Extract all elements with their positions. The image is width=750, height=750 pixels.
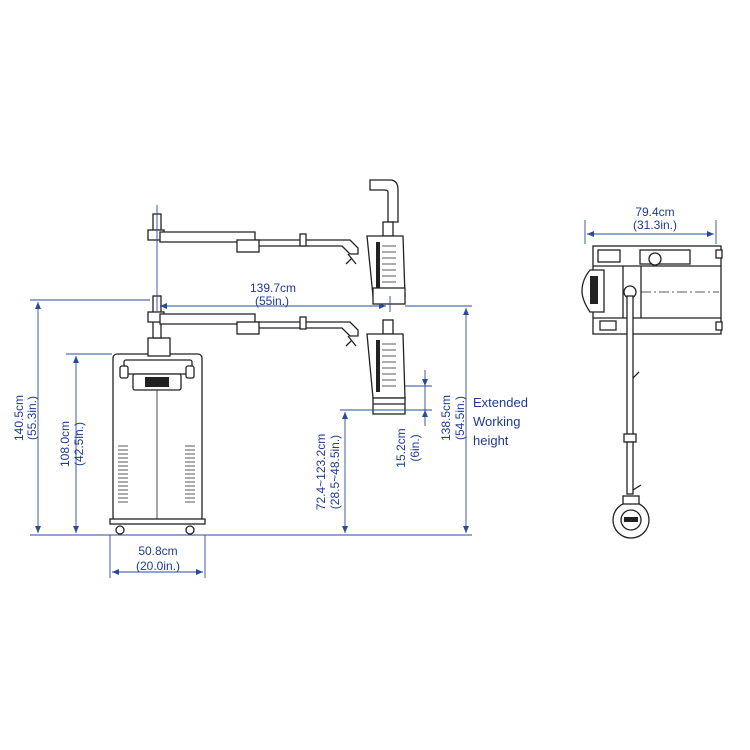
dimension-lines <box>30 205 472 578</box>
arm-extended <box>147 213 359 265</box>
head-extended <box>366 179 406 305</box>
head-working <box>366 319 406 415</box>
extended-label-line1: Extended <box>473 395 528 410</box>
top-dimension-lines <box>584 220 717 244</box>
extended-height-metric: 138.5cm <box>439 395 453 441</box>
base-width-imperial: (20.0in.) <box>136 559 180 573</box>
top-view <box>581 245 723 539</box>
head-size-metric: 15.2cm <box>394 428 408 467</box>
total-height-metric: 140.5cm <box>12 395 26 441</box>
total-height-imperial: (55.3in.) <box>25 396 39 440</box>
vent-right <box>185 445 195 503</box>
top-width-imperial: (31.3in.) <box>633 218 677 232</box>
head-range-imperial: (28.5~48.5in.) <box>328 435 342 509</box>
arm-working <box>147 311 359 347</box>
extended-label-line3: height <box>473 433 509 448</box>
top-width-metric: 79.4cm <box>635 205 674 219</box>
head-range-metric: 72.4~123.2cm <box>314 434 328 510</box>
head-size-imperial: (6in.) <box>408 434 422 461</box>
reach-metric: 139.7cm <box>250 281 296 295</box>
body-height-metric: 108.0cm <box>58 421 72 467</box>
base-width-metric: 50.8cm <box>138 544 177 558</box>
extended-label-line2: Working <box>473 414 520 429</box>
cabinet-unit <box>109 295 206 535</box>
body-height-imperial: (42.5in.) <box>72 422 86 466</box>
extended-height-imperial: (54.5in.) <box>453 396 467 440</box>
vent-left <box>118 445 128 503</box>
reach-imperial: (55in.) <box>255 294 289 308</box>
